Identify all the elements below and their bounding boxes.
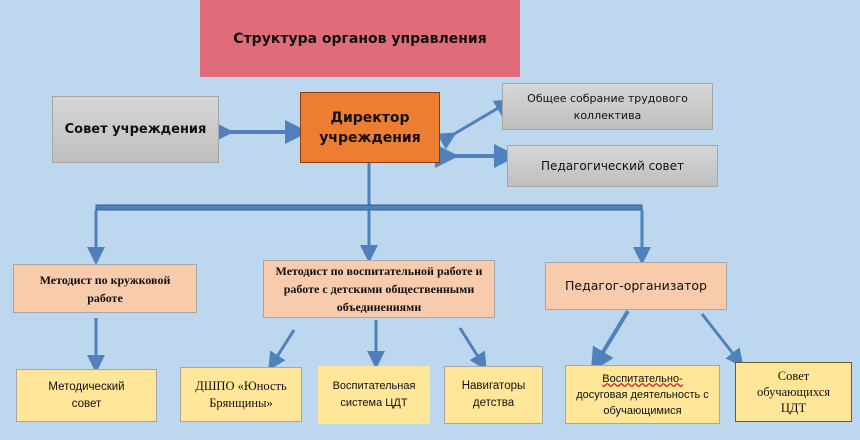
- director-box: Директор учреждения: [300, 92, 440, 163]
- methodist-edu-box: Методист по воспитательной работе и рабо…: [263, 260, 495, 318]
- organizer-box: Педагог-организатор: [545, 262, 727, 310]
- navigators-box: Навигаторы детства: [444, 366, 543, 424]
- student-council-box: Совет обучающихся ЦДТ: [735, 362, 852, 422]
- edu-system-box: Воспитательная система ЦДТ: [318, 366, 430, 424]
- leisure-line-1: Воспитательно-: [602, 372, 683, 385]
- general-meeting-box: Общее собрание трудового коллектива: [502, 83, 713, 130]
- ped-council-box: Педагогический совет: [507, 145, 718, 187]
- leisure-line-2: досуговая деятельность с обучающимися: [576, 388, 709, 417]
- horizontal-bus: [95, 204, 643, 211]
- connector-director-meeting: [436, 99, 513, 150]
- leisure-box: Воспитательно- досуговая деятельность с …: [565, 365, 720, 424]
- methodist-clubs-box: Методист по кружковой работе: [13, 264, 197, 313]
- method-council-box: Методический совет: [16, 369, 157, 422]
- council-box: Совет учреждения: [52, 96, 219, 163]
- diagram-title: Структура органов управления: [200, 0, 520, 77]
- dshpo-box: ДШПО «Юность Брянщины»: [180, 367, 302, 422]
